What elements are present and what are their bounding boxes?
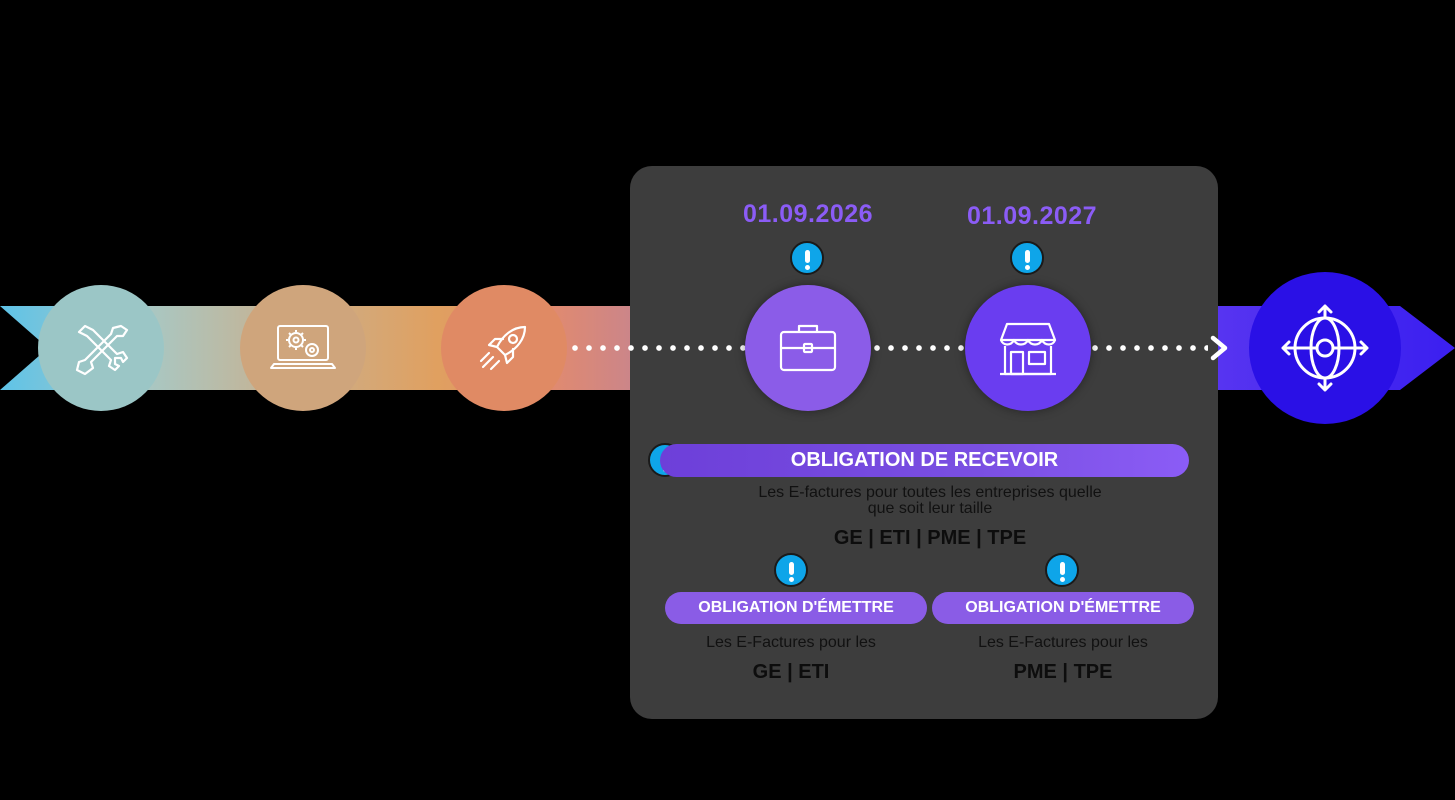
timeline-node-rocket: [441, 285, 567, 411]
timeline-node-briefcase: [745, 285, 871, 411]
alert-icon: [1010, 241, 1044, 275]
emit-tags-pme-tpe: PME | TPE: [1013, 661, 1113, 683]
receive-tags: GE | ETI | PME | TPE: [833, 527, 1027, 549]
emit-description-ge-eti: Les E-Factures pour les: [706, 634, 876, 651]
laptop-gears-icon: [270, 325, 336, 369]
timeline-node-globe: [1249, 272, 1401, 424]
emit-description-pme-tpe: Les E-Factures pour les: [978, 634, 1148, 651]
arrow-head-icon: [1210, 335, 1228, 361]
emit-obligation-title-pme-tpe: OBLIGATION D'ÉMETTRE: [932, 592, 1194, 624]
rocket-icon: [479, 325, 527, 371]
date-2026: 01.09.2026: [742, 200, 874, 228]
alert-icon: [774, 553, 808, 587]
date-2027: 01.09.2027: [966, 202, 1098, 230]
storefront-icon: [999, 322, 1057, 376]
timeline-node-tools: [38, 285, 164, 411]
receive-description-line-1: Les E-factures pour toutes les entrepris…: [758, 484, 1102, 501]
briefcase-icon: [779, 324, 837, 372]
receive-description-line-2: que soit leur taille: [867, 500, 993, 517]
emit-tags-ge-eti: GE | ETI: [752, 661, 830, 683]
globe-compass-icon: [1281, 304, 1369, 392]
timeline-node-laptop: [240, 285, 366, 411]
dotted-connector: [568, 345, 748, 351]
alert-icon: [790, 241, 824, 275]
obligations-panel: [630, 166, 1218, 719]
receive-obligation-title: OBLIGATION DE RECEVOIR: [660, 444, 1189, 477]
dotted-connector: [1088, 345, 1208, 351]
timeline-node-store: [965, 285, 1091, 411]
alert-icon: [1045, 553, 1079, 587]
dotted-connector: [870, 345, 968, 351]
tools-icon: [75, 324, 129, 376]
emit-obligation-title-ge-eti: OBLIGATION D'ÉMETTRE: [665, 592, 927, 624]
